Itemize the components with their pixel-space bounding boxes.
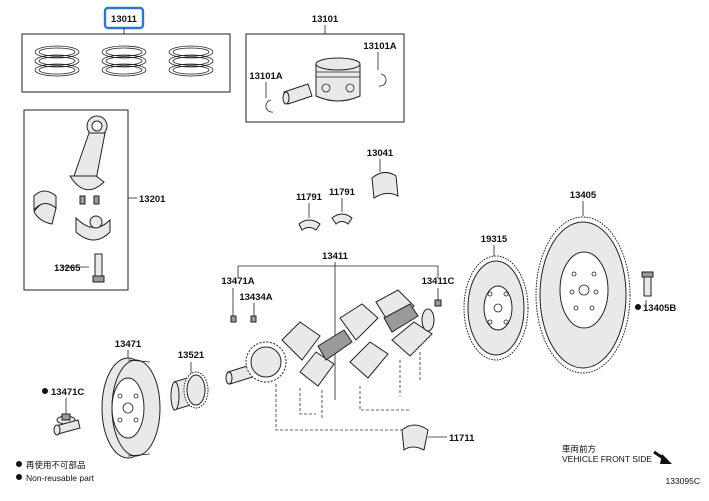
rod-bearing bbox=[33, 190, 57, 225]
main-bearing-upper bbox=[371, 172, 399, 199]
label-13011[interactable]: 13011 bbox=[111, 14, 138, 25]
label-11791-right[interactable]: 11791 bbox=[329, 187, 356, 198]
pulley-bolt bbox=[53, 413, 81, 436]
label-13265[interactable]: 13265 bbox=[54, 263, 81, 274]
diagram-id: 133095C bbox=[665, 476, 700, 486]
label-19315[interactable]: 19315 bbox=[481, 234, 508, 245]
crankshaft bbox=[225, 289, 435, 387]
front-arrow-icon bbox=[653, 450, 672, 464]
flywheel bbox=[535, 216, 631, 374]
label-13405[interactable]: 13405 bbox=[570, 190, 597, 201]
label-13471C[interactable]: 13471C bbox=[51, 387, 84, 398]
piston bbox=[315, 57, 361, 102]
conrod-box bbox=[23, 109, 129, 291]
label-13471A[interactable]: 13471A bbox=[221, 276, 254, 287]
label-11711[interactable]: 11711 bbox=[449, 433, 475, 444]
label-13201[interactable]: 13201 bbox=[139, 194, 166, 205]
direction-jp: 車両前方 bbox=[562, 444, 596, 454]
legend-jp: 再使用不可部品 bbox=[26, 460, 86, 470]
label-13434A[interactable]: 13434A bbox=[239, 292, 272, 303]
label-13101[interactable]: 13101 bbox=[312, 14, 339, 25]
flywheel-bolt bbox=[641, 271, 654, 297]
legend-dot-en bbox=[16, 474, 22, 480]
connecting-rod bbox=[69, 115, 108, 205]
main-bearing-lower bbox=[401, 424, 429, 451]
label-13411[interactable]: 13411 bbox=[322, 251, 349, 262]
legend-en: Non-reusable part bbox=[26, 473, 95, 483]
signal-plate bbox=[463, 255, 529, 361]
label-13405B[interactable]: 13405B bbox=[643, 303, 676, 314]
piston-pin bbox=[282, 83, 313, 105]
crank-plug-13411C bbox=[434, 299, 442, 307]
label-13041[interactable]: 13041 bbox=[367, 148, 394, 159]
crank-dashed-leaders bbox=[275, 352, 421, 431]
label-13101A-right[interactable]: 13101A bbox=[363, 41, 396, 52]
thrust-washer-left bbox=[298, 219, 321, 231]
conrod-bolt bbox=[92, 253, 105, 283]
snap-ring-right bbox=[378, 73, 387, 87]
snap-ring-left bbox=[265, 99, 274, 113]
piston-box bbox=[245, 33, 405, 123]
label-13101A-left[interactable]: 13101A bbox=[249, 71, 282, 82]
label-11791-left[interactable]: 11791 bbox=[296, 192, 323, 203]
crank-key-13471A bbox=[230, 315, 237, 323]
piston-ring-box bbox=[21, 33, 231, 93]
crank-pulley bbox=[101, 357, 161, 459]
direction-en: VEHICLE FRONT SIDE bbox=[562, 454, 652, 464]
piston-ring-set bbox=[34, 45, 214, 77]
crank-sprocket bbox=[170, 371, 209, 411]
non-reusable-dot-13471C bbox=[42, 388, 48, 394]
thrust-washer-right bbox=[331, 213, 353, 225]
legend-dot-jp bbox=[16, 461, 22, 467]
rod-cap bbox=[75, 215, 111, 241]
label-13521[interactable]: 13521 bbox=[178, 350, 205, 361]
crank-key-13434A bbox=[250, 315, 257, 323]
label-13411C[interactable]: 13411C bbox=[422, 276, 455, 287]
label-13471[interactable]: 13471 bbox=[115, 339, 142, 350]
non-reusable-dot-13405B bbox=[635, 304, 641, 310]
